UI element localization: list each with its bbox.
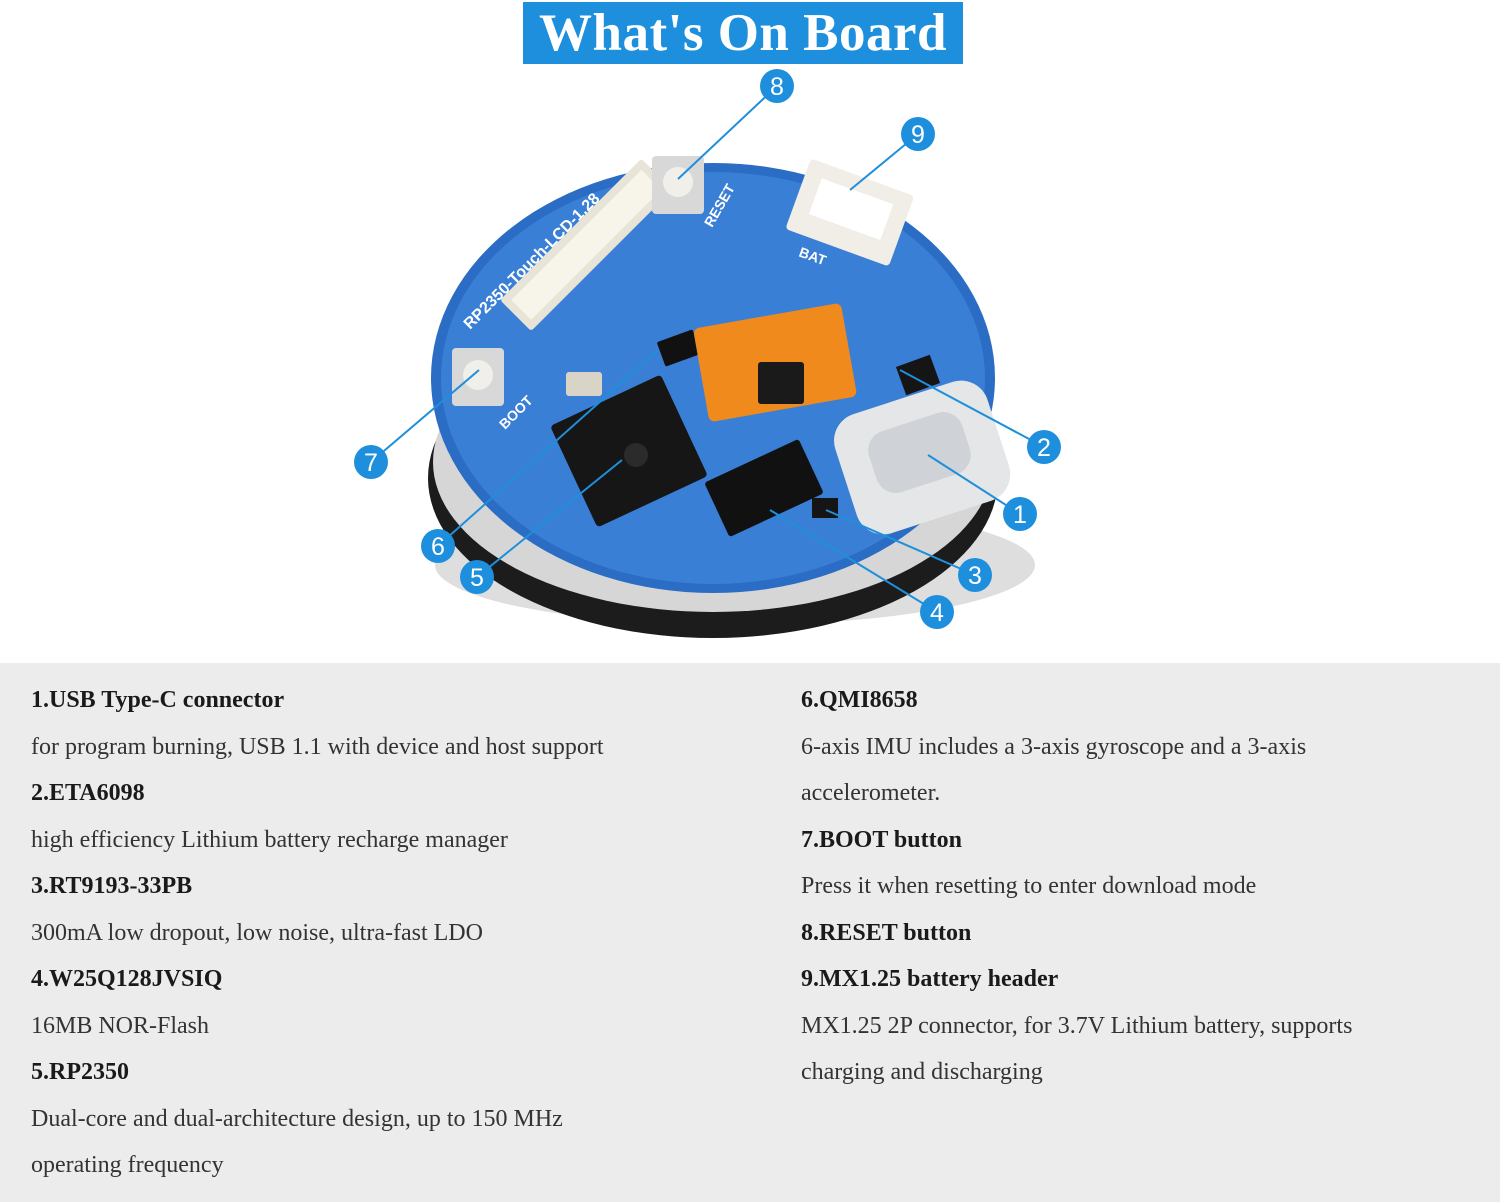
component-desc: high efficiency Lithium battery recharge… bbox=[31, 826, 508, 853]
component-desc: Press it when resetting to enter downloa… bbox=[801, 873, 1257, 899]
qmi8658-chip bbox=[657, 329, 701, 367]
leader-line-7 bbox=[370, 369, 480, 463]
callout-6: 6 bbox=[421, 529, 455, 563]
board-illustration: RP2350-Touch-LCD-1.28 RESET BAT BOOT bbox=[354, 69, 1061, 638]
leader-line-4 bbox=[769, 509, 938, 613]
callout-2-number: 2 bbox=[1037, 434, 1051, 462]
battery-header bbox=[786, 159, 914, 266]
rp2350-chip bbox=[551, 375, 707, 527]
usb-c-connector bbox=[834, 380, 1011, 535]
component-item-4: 4.W25Q128JVSIQ 16MB NOR-Flash bbox=[31, 956, 771, 1049]
component-item-1: 1.USB Type-C connector for program burni… bbox=[31, 677, 771, 770]
component-desc: accelerometer. bbox=[801, 780, 941, 806]
reset-button[interactable] bbox=[652, 156, 704, 214]
component-desc: charging and discharging bbox=[801, 1059, 1043, 1085]
callout-5-number: 5 bbox=[470, 564, 484, 592]
leader-line-5 bbox=[476, 459, 623, 578]
component-desc: 6-axis IMU includes a 3-axis gyroscope a… bbox=[801, 733, 1307, 760]
callout-3: 3 bbox=[958, 558, 992, 592]
callout-1: 1 bbox=[1003, 497, 1037, 531]
leader-line-1 bbox=[927, 454, 1021, 515]
callout-1-number: 1 bbox=[1013, 501, 1027, 529]
component-title: 9.MX1.25 battery header bbox=[801, 966, 1059, 992]
callout-8-number: 8 bbox=[770, 73, 784, 101]
component-item-8: 8.RESET button bbox=[801, 910, 1481, 957]
legend-column-right: 6.QMI8658 6-axis IMU includes a 3-axis g… bbox=[801, 677, 1481, 1096]
component-title: 5.RP2350 bbox=[31, 1059, 129, 1085]
title-banner: What's On Board bbox=[523, 2, 963, 64]
component-title: 4.W25Q128JVSIQ bbox=[31, 966, 223, 992]
fpc-connector bbox=[501, 159, 672, 330]
component-title: 6.QMI8658 bbox=[801, 687, 918, 713]
component-item-2: 2.ETA6098 high efficiency Lithium batter… bbox=[31, 770, 771, 863]
component-desc: Dual-core and dual-architecture design, … bbox=[31, 1105, 563, 1132]
component-title: 3.RT9193-33PB bbox=[31, 873, 193, 899]
component-legend: 1.USB Type-C connector for program burni… bbox=[0, 663, 1500, 1202]
component-desc: 16MB NOR-Flash bbox=[31, 1012, 210, 1039]
component-desc: 300mA low dropout, low noise, ultra-fast… bbox=[31, 919, 483, 946]
callout-9: 9 bbox=[901, 117, 935, 151]
component-item-9: 9.MX1.25 battery header MX1.25 2P connec… bbox=[801, 956, 1481, 1096]
callout-7: 7 bbox=[354, 445, 388, 479]
callout-9-number: 9 bbox=[911, 121, 925, 149]
leader-line-8 bbox=[677, 85, 778, 180]
component-item-3: 3.RT9193-33PB 300mA low dropout, low noi… bbox=[31, 863, 771, 956]
callout-5: 5 bbox=[460, 560, 494, 594]
component-desc: MX1.25 2P connector, for 3.7V Lithium ba… bbox=[801, 1012, 1353, 1039]
leader-line-3 bbox=[825, 509, 976, 576]
component-title: 8.RESET button bbox=[801, 919, 972, 946]
rt9193-chip bbox=[812, 498, 838, 518]
component-item-5: 5.RP2350 Dual-core and dual-architecture… bbox=[31, 1049, 771, 1189]
callout-4: 4 bbox=[920, 595, 954, 629]
crystal bbox=[566, 372, 602, 396]
component-desc: operating frequency bbox=[31, 1152, 224, 1178]
component-title: 1.USB Type-C connector bbox=[31, 687, 285, 713]
component-item-6: 6.QMI8658 6-axis IMU includes a 3-axis g… bbox=[801, 677, 1481, 817]
callout-2: 2 bbox=[1027, 430, 1061, 464]
callout-4-number: 4 bbox=[930, 599, 944, 627]
legend-column-left: 1.USB Type-C connector for program burni… bbox=[31, 677, 771, 1189]
component-title: 7.BOOT button bbox=[801, 826, 962, 853]
component-title: 2.ETA6098 bbox=[31, 780, 145, 806]
component-item-7: 7.BOOT button Press it when resetting to… bbox=[801, 817, 1481, 910]
callout-8: 8 bbox=[760, 69, 794, 103]
leader-line-6 bbox=[437, 350, 658, 547]
boot-button[interactable] bbox=[452, 348, 504, 406]
leader-line-2 bbox=[899, 369, 1045, 448]
page-title: What's On Board bbox=[538, 3, 948, 62]
callout-7-number: 7 bbox=[364, 449, 378, 477]
callout-3-number: 3 bbox=[968, 562, 982, 590]
callout-6-number: 6 bbox=[431, 533, 445, 561]
w25q128-chip bbox=[705, 439, 823, 537]
touch-controller-chip bbox=[758, 362, 804, 404]
leader-lines bbox=[370, 85, 1045, 613]
component-desc: for program burning, USB 1.1 with device… bbox=[31, 733, 604, 760]
